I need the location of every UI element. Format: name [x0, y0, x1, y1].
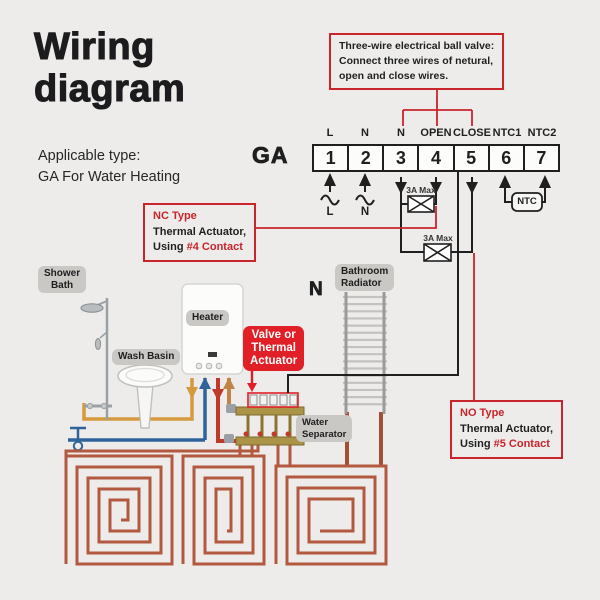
- water-separator-manifold: [224, 392, 305, 446]
- terminal-label-ntc1: NTC1: [492, 127, 522, 139]
- wires-red: [250, 90, 475, 400]
- wire-arrowheads: [324, 173, 551, 194]
- live-label: L: [326, 206, 334, 218]
- fuse-bottom-label: 3A Max: [423, 233, 453, 243]
- nc-type-note: NC Type Thermal Actuator, Using #4 Conta…: [143, 203, 257, 262]
- terminal-2: 2: [347, 146, 382, 170]
- floor-coil-3: [274, 464, 388, 566]
- heater-label: Heater: [186, 310, 230, 326]
- wires-black: [287, 172, 546, 393]
- no-type-note: NO Type Thermal Actuator, Using #5 Conta…: [450, 400, 564, 459]
- terminal-7: 7: [522, 146, 558, 170]
- floor-heating-coils: [64, 454, 388, 566]
- terminal-6: 6: [487, 146, 523, 170]
- cold-water-arrow-icon: [199, 377, 211, 389]
- terminal-label-open: OPEN: [420, 127, 452, 139]
- floor-coil-1: [64, 454, 174, 566]
- shower-fixture: [80, 298, 112, 420]
- ball-valve-note: Three-wire electrical ball valve: Connec…: [329, 33, 505, 90]
- neutral-wire-label: N: [309, 279, 323, 301]
- fuse-symbol-bottom: [423, 243, 452, 262]
- hot-water-arrow-icon: [186, 387, 198, 399]
- arrow-down-terminal4-icon: [430, 182, 442, 194]
- valve-callout-arrow-icon: [247, 383, 257, 392]
- model-label: GA: [252, 142, 289, 169]
- water-tap-icon: [72, 440, 84, 452]
- heating-supply-arrow-icon: [212, 389, 224, 401]
- terminal-label-l: L: [326, 127, 334, 139]
- ntc-sensor-box: [511, 192, 543, 212]
- ntc-label: NTC: [517, 196, 537, 207]
- floor-coil-2: [181, 454, 266, 566]
- arrow-down-terminal5-icon: [466, 182, 478, 194]
- cold-water-pipe: [68, 378, 207, 442]
- fuse-symbol-top: [407, 195, 435, 213]
- radiator-pipes: [345, 412, 383, 466]
- page-title: Wiring diagram: [33, 25, 186, 110]
- neutral-label: N: [360, 206, 370, 218]
- terminal-label-ntc2: NTC2: [527, 127, 557, 139]
- terminal-4: 4: [417, 146, 452, 170]
- wash-basin-fixture: [117, 362, 173, 429]
- heater-unit: [181, 283, 244, 375]
- wash-basin-label: Wash Basin: [112, 349, 181, 365]
- terminal-label-n2: N: [397, 127, 405, 139]
- arrow-down-terminal3-icon: [395, 182, 407, 194]
- valve-thermal-actuator-callout: Valve or Thermal Actuator: [243, 326, 305, 371]
- fuse-top-label: 3A Max: [406, 185, 436, 195]
- terminal-label-close: CLOSE: [453, 127, 491, 139]
- terminal-strip: 1 2 3 4 5 6 7: [312, 144, 560, 172]
- thermal-actuator-caps: [249, 394, 298, 406]
- actuator-highlight-outline: [247, 392, 299, 408]
- arrow-up-terminal7-icon: [539, 175, 551, 188]
- terminal-label-n1: N: [361, 127, 369, 139]
- terminal-3: 3: [382, 146, 417, 170]
- arrow-up-terminal2-icon: [359, 173, 371, 186]
- heating-return-arrow-icon: [223, 377, 235, 389]
- terminal-5: 5: [452, 146, 488, 170]
- applicable-type: Applicable type: GA For Water Heating: [38, 148, 181, 185]
- arrow-up-terminal1-icon: [324, 173, 336, 186]
- floor-coil-connectors: [64, 445, 292, 466]
- bathroom-radiator: [343, 292, 387, 414]
- arrow-up-terminal6-icon: [499, 175, 511, 188]
- terminal-1: 1: [325, 147, 336, 168]
